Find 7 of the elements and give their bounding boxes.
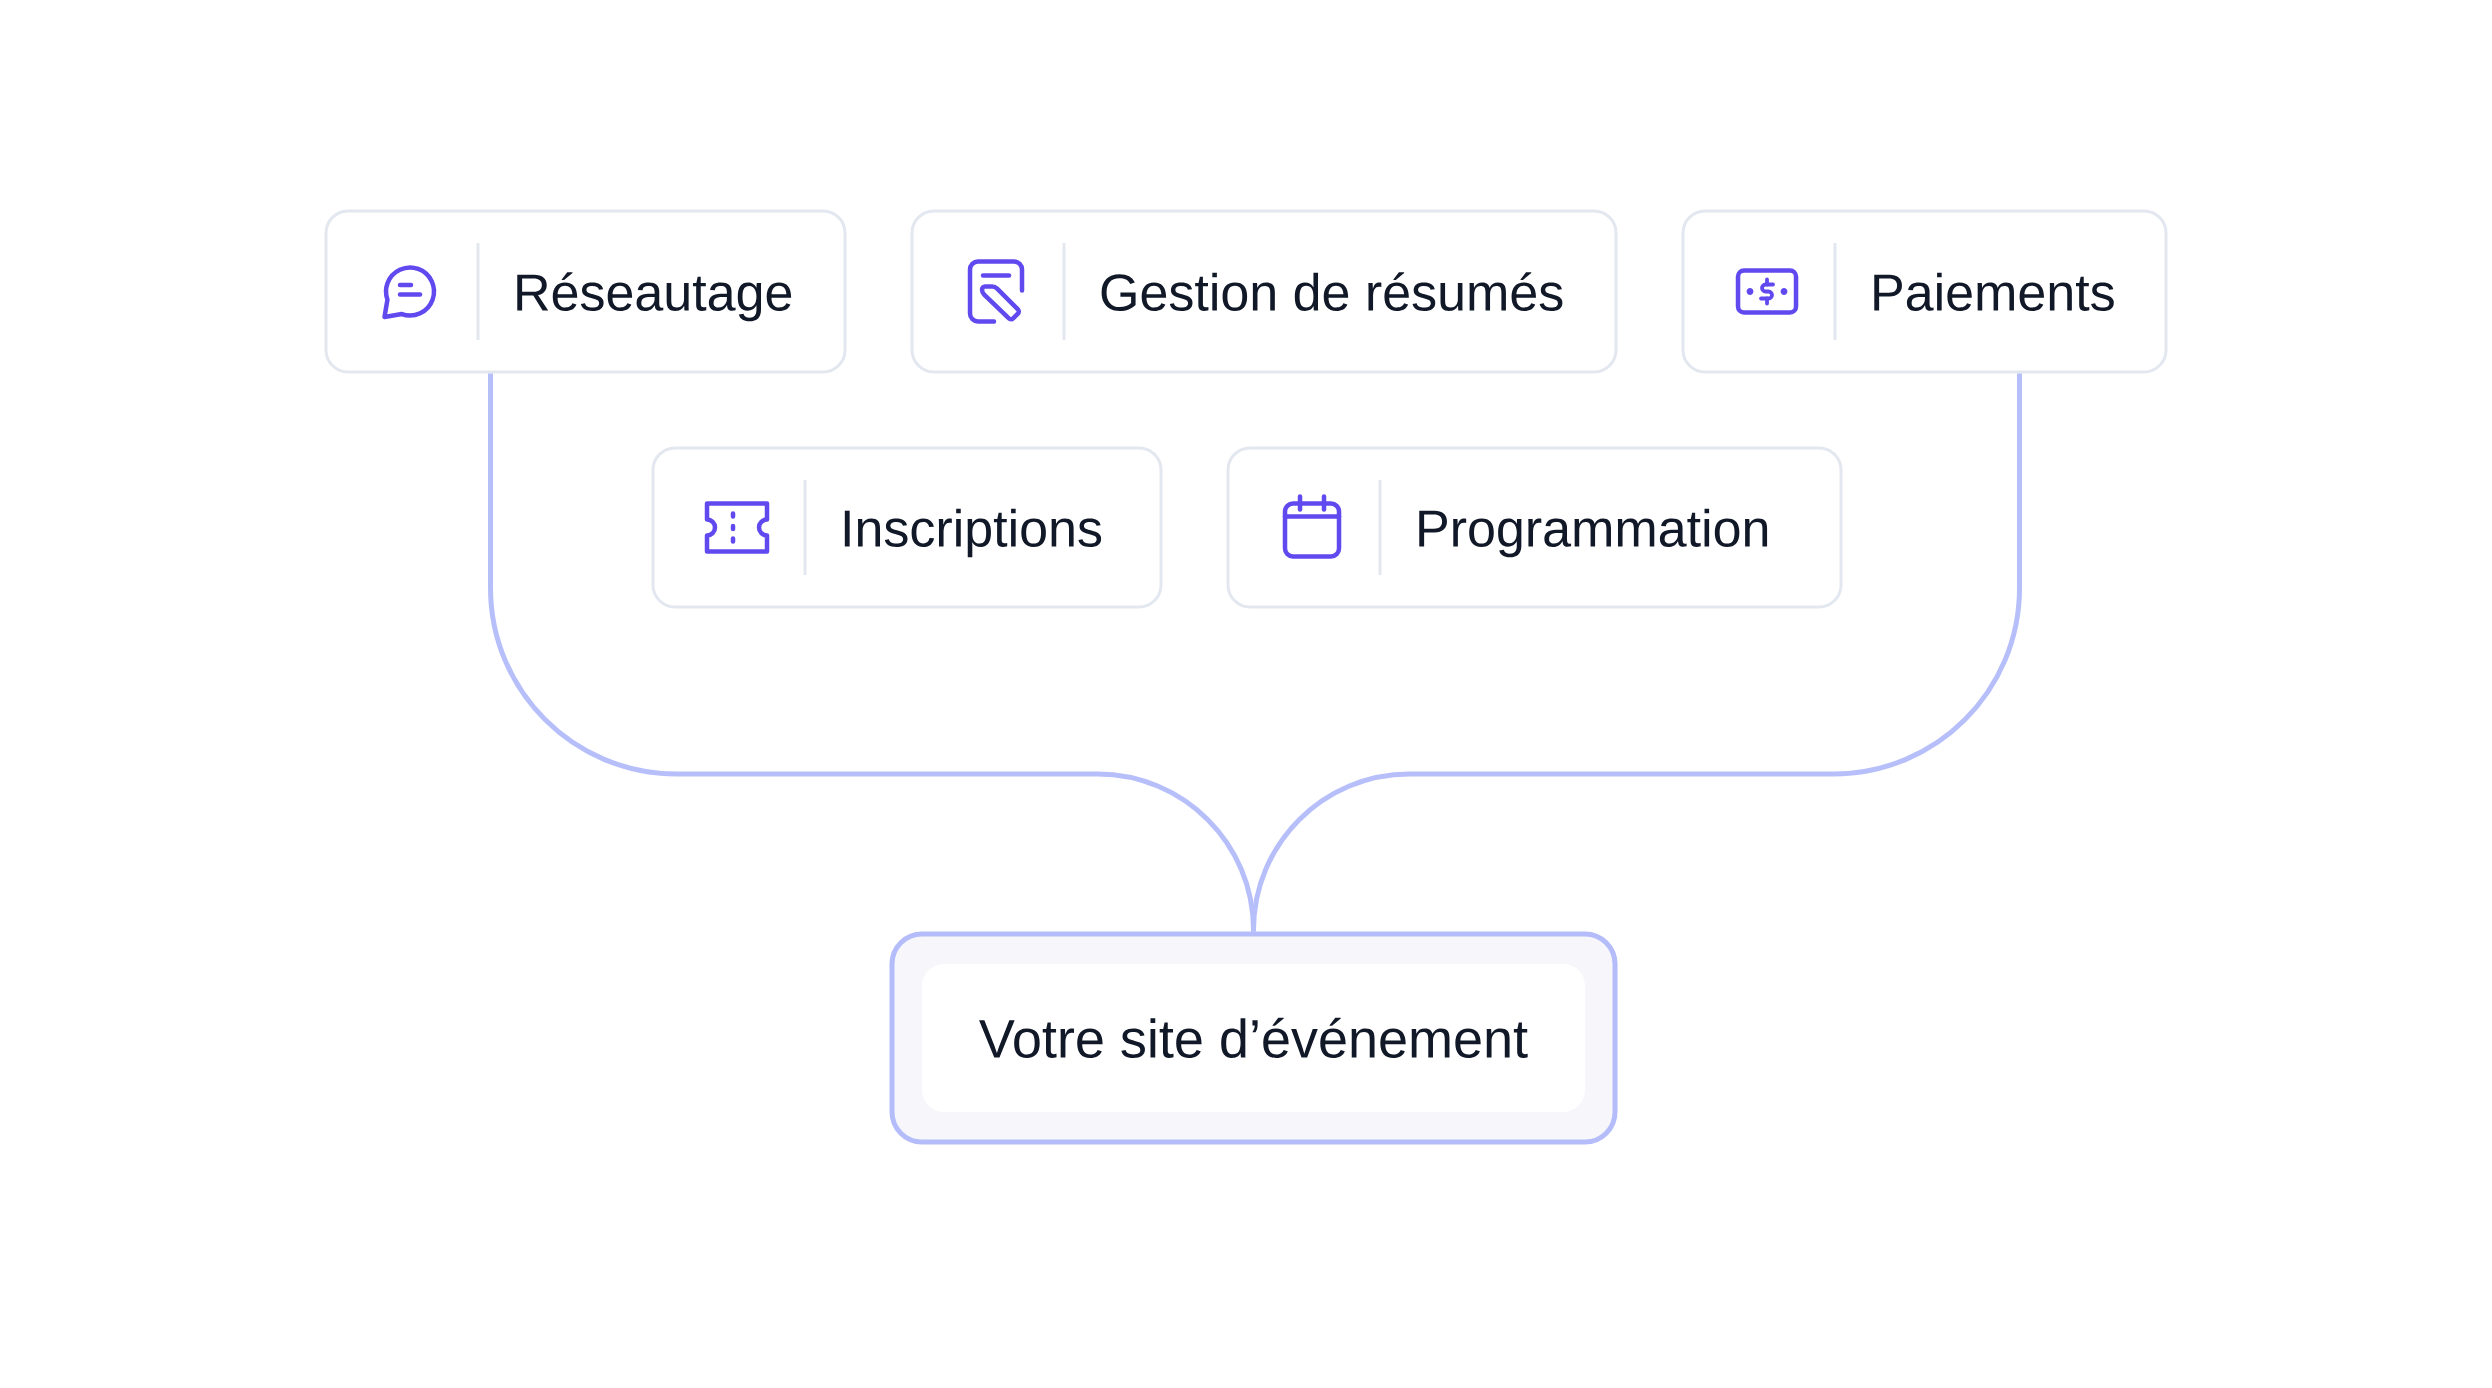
feature-card: Réseautage [324,209,847,374]
feature-card: Paiements [1681,209,2168,374]
feature-card: Gestion de résumés [910,209,1618,374]
connector-line [1251,373,2022,933]
site-box: Votre site d’événement [889,931,1618,1145]
feature-card: Programmation [1226,446,1843,609]
feature-card: Inscriptions [651,446,1163,609]
